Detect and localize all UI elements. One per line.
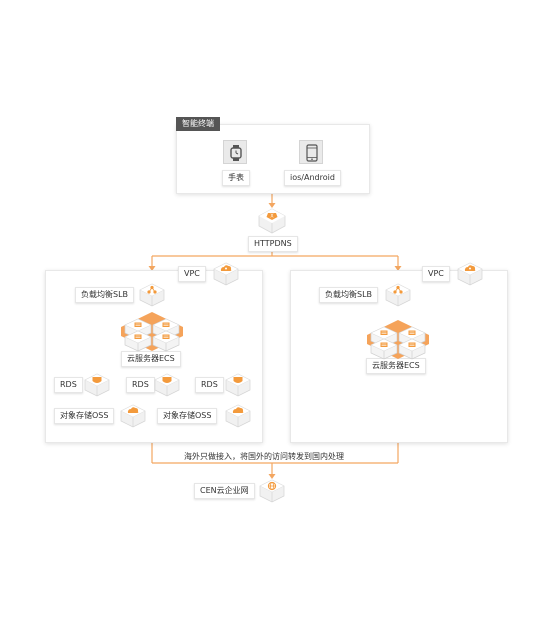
left-slb-icon [139, 283, 165, 307]
left-vpc-label: VPC [178, 266, 206, 282]
right-slb-label: 负载均衡SLB [319, 287, 379, 303]
right-vpc-icon [457, 262, 483, 286]
rds-label-1: RDS [54, 377, 83, 393]
cen-label: CEN云企业网 [194, 483, 255, 499]
rds-label-2: RDS [126, 377, 155, 393]
right-ecs-cluster [367, 320, 429, 360]
svg-text:X: X [270, 213, 274, 219]
right-slb-icon [385, 283, 411, 307]
cen-note: 海外只做接入，将国外的访问转发到国内处理 [184, 452, 344, 461]
oss-label-2: 对象存储OSS [157, 408, 218, 424]
left-ecs-label: 云服务器ECS [121, 351, 181, 367]
phone-icon [306, 144, 318, 162]
watch-device [223, 140, 247, 164]
rds-label-3: RDS [195, 377, 224, 393]
terminal-tag: 智能终端 [176, 117, 220, 131]
watch-icon [230, 145, 242, 161]
phone-label: ios/Android [284, 170, 341, 186]
dns-label: HTTPDNS [248, 236, 298, 252]
rds-icon-1 [84, 373, 110, 397]
left-ecs-cluster [121, 312, 183, 352]
cen-icon [259, 479, 285, 503]
rds-icon-3 [225, 373, 251, 397]
right-ecs-label: 云服务器ECS [366, 358, 426, 374]
oss-icon-1 [120, 404, 146, 428]
oss-label-1: 对象存储OSS [54, 408, 115, 424]
left-vpc-icon [213, 262, 239, 286]
oss-icon-2 [225, 404, 251, 428]
right-vpc-label: VPC [422, 266, 450, 282]
left-slb-label: 负载均衡SLB [75, 287, 135, 303]
rds-icon-2 [154, 373, 180, 397]
phone-device [299, 140, 323, 164]
watch-label: 手表 [222, 170, 250, 186]
